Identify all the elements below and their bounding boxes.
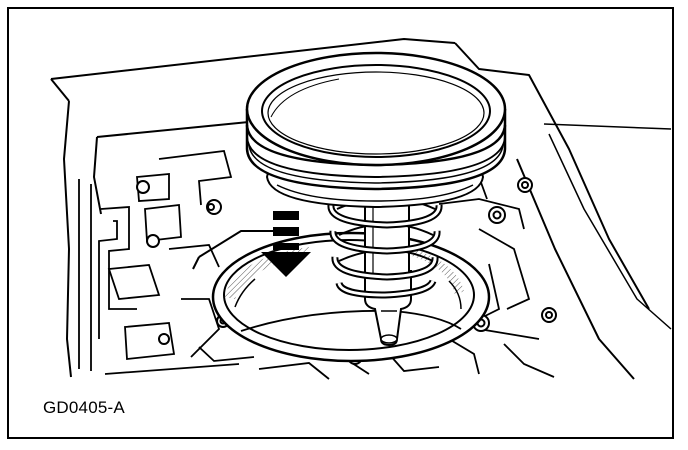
down-arrow-icon [261,211,311,277]
figure-frame: GD0405-A [7,7,674,439]
fluid-passages-left [78,150,255,375]
valve-body-plate [50,38,672,380]
piston-rod [364,270,412,347]
servo-piston [245,51,507,209]
servo-bore [192,230,491,363]
figure-code-label: GD0405-A [43,398,125,417]
servo-piston-illustration [50,38,672,380]
